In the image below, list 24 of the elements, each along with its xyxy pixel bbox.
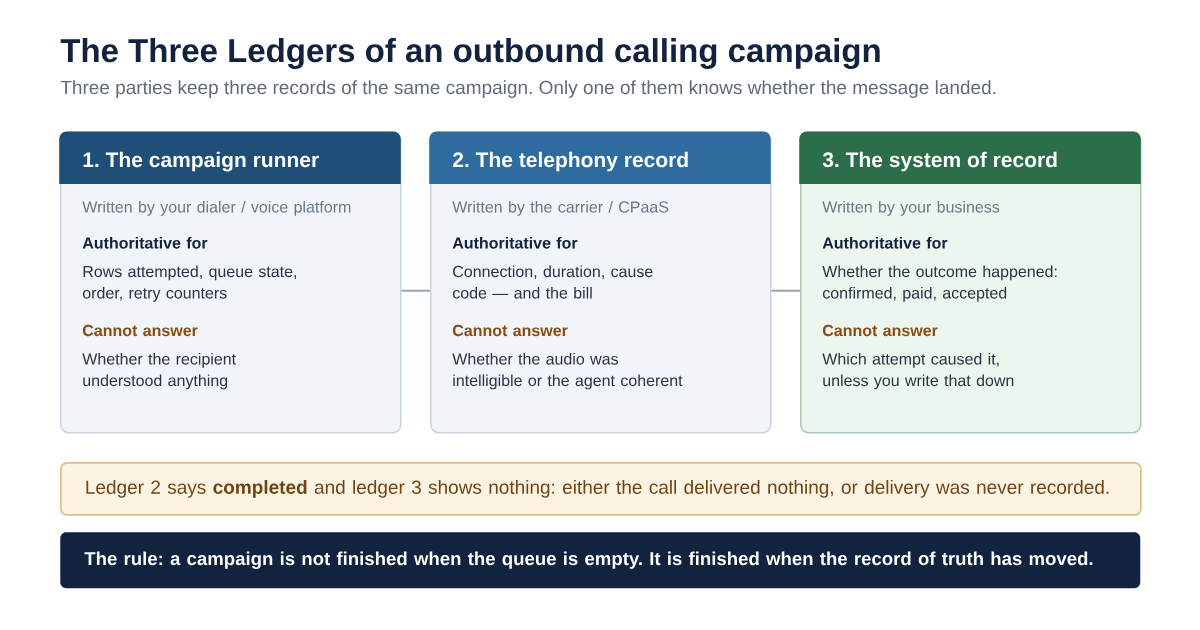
section-text: Which attempt caused it, unless you write that down xyxy=(822,352,1014,390)
section-heading: Cannot answer xyxy=(82,324,198,337)
section-text: Whether the outcome happened: confirmed, paid, accepted xyxy=(822,265,1057,302)
rule-banner: The rule: a campaign is not finished when the queue is empty. It is finished when the record of truth has moved. xyxy=(60,532,1141,589)
connector-line xyxy=(400,289,431,292)
section-heading: Authoritative for xyxy=(822,236,948,249)
card-header: 1. The campaign runner xyxy=(59,131,401,184)
subtitle: Three parties keep three records of the same campaign. Only one of them knows whether the message landed. xyxy=(60,80,996,98)
callout-box: Ledger 2 says completed and ledger 3 shows nothing: either the call delivered nothing, or delivery was never recorded. xyxy=(60,462,1142,516)
card-header: 3. The system of record xyxy=(799,131,1141,184)
card-header: 2. The telephony record xyxy=(429,131,771,184)
section-heading: Cannot answer xyxy=(822,324,938,337)
source-note: Written by your business xyxy=(822,200,1000,216)
source-note: Written by the carrier / CPaaS xyxy=(452,200,669,216)
section-heading: Authoritative for xyxy=(82,236,208,249)
source-note: Written by your dialer / voice platform xyxy=(82,200,351,216)
section-text: Whether the recipient understood anything xyxy=(82,352,236,390)
title: The Three Ledgers of an outbound calling campaign xyxy=(60,38,880,69)
section-heading: Cannot answer xyxy=(452,324,568,337)
section-text: Connection, duration, cause code — and the bill xyxy=(452,265,653,299)
section-text: Whether the audio was intelligible or the agent coherent xyxy=(452,352,683,390)
section-text: Rows attempted, queue state, order, retry counters xyxy=(82,265,297,302)
section-heading: Authoritative for xyxy=(452,236,578,249)
connector-line xyxy=(770,289,801,292)
